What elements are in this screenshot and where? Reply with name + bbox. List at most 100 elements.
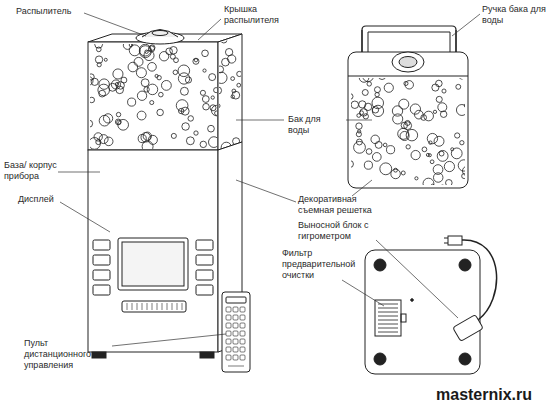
- filter-slot: [378, 320, 398, 321]
- grille-hole: [216, 104, 220, 108]
- leader-line: [452, 14, 480, 36]
- grille-hole: [433, 173, 442, 182]
- slider: [122, 301, 186, 312]
- grille-hole: [351, 101, 358, 108]
- remote-control: [222, 292, 250, 372]
- foot: [374, 353, 386, 365]
- part-label: Декоративная съемная решетка: [298, 194, 378, 216]
- button: [93, 285, 110, 295]
- grille-hole: [438, 103, 447, 112]
- slider-tick: [142, 303, 143, 310]
- slider-tick: [162, 303, 163, 310]
- grille-hole: [364, 161, 372, 169]
- slider-tick: [157, 303, 158, 310]
- grille-hole: [451, 148, 454, 151]
- grille-hole: [384, 83, 393, 92]
- grille-hole: [221, 37, 227, 43]
- grille-hole: [404, 81, 408, 85]
- grille-hole: [176, 100, 188, 112]
- grille-hole: [351, 161, 353, 168]
- grille-hole: [458, 160, 465, 171]
- filter-slot: [378, 328, 398, 329]
- grille-hole: [379, 78, 386, 80]
- leader-line: [198, 19, 221, 40]
- grille-hole: [194, 59, 197, 62]
- remote-body: [222, 292, 250, 372]
- filter-slot: [378, 316, 398, 317]
- leader-line: [112, 334, 226, 346]
- grille-hole: [90, 120, 93, 127]
- slider-tick: [132, 303, 133, 310]
- remote-key: [233, 339, 238, 344]
- grille-hole: [104, 137, 113, 146]
- filter-slot: [378, 332, 398, 333]
- grille-hole: [359, 78, 369, 82]
- sprayer: [142, 30, 178, 38]
- grille-hole: [161, 80, 171, 90]
- button: [93, 240, 110, 250]
- grille-hole: [186, 137, 194, 145]
- grille-hole: [99, 90, 106, 97]
- grille-hole: [178, 73, 189, 84]
- remote-key: [233, 347, 238, 352]
- grille-hole: [139, 44, 151, 56]
- foot: [200, 352, 214, 358]
- grille-hole: [215, 111, 217, 115]
- remote-key: [226, 315, 231, 320]
- grille-hole: [233, 138, 240, 145]
- grille-hole: [411, 150, 420, 159]
- button: [93, 255, 110, 265]
- grille-hole: [231, 77, 235, 81]
- grille-hole: [222, 58, 230, 66]
- remote-key: [226, 339, 231, 344]
- filter-tab: [401, 314, 406, 322]
- slider-tick: [147, 303, 148, 310]
- grille-hole: [351, 181, 353, 185]
- grille-hole: [406, 145, 410, 149]
- grille-hole: [157, 109, 164, 116]
- grille-hole: [134, 57, 143, 66]
- grille-hole: [91, 78, 98, 85]
- grille-hole: [216, 72, 227, 83]
- grille-hole: [354, 141, 366, 153]
- grille-hole: [95, 44, 103, 48]
- grille-hole: [98, 84, 110, 96]
- grille-hole: [173, 70, 178, 75]
- grille-pattern: [351, 78, 465, 185]
- slider-tick: [127, 303, 128, 310]
- grille-hole: [455, 133, 460, 138]
- remote-key: [240, 347, 245, 352]
- display: [118, 238, 188, 290]
- remote-key: [233, 355, 238, 360]
- grille-hole: [462, 174, 465, 179]
- remote-key: [226, 347, 231, 352]
- plug: [448, 236, 462, 245]
- grille-hole: [194, 131, 198, 135]
- grille-hole: [237, 71, 242, 76]
- remote-key: [226, 307, 231, 312]
- grille-hole: [129, 44, 133, 47]
- grille-hole: [159, 52, 168, 61]
- grille-hole: [116, 112, 120, 116]
- grille-hole: [171, 133, 176, 138]
- grille-hole: [374, 87, 380, 93]
- base-bottom: [365, 250, 480, 374]
- button: [196, 240, 213, 250]
- grille-hole: [231, 95, 234, 98]
- grille-hole: [372, 105, 383, 116]
- grille-hole: [422, 147, 427, 152]
- grille-hole: [429, 141, 432, 144]
- remote-keys: [226, 307, 245, 360]
- leader-line: [58, 172, 100, 173]
- filter-slot: [378, 308, 398, 309]
- grille-hole: [405, 81, 413, 89]
- tank-cap-inner: [399, 57, 417, 68]
- grille-hole: [182, 123, 190, 131]
- grille-hole: [367, 82, 371, 86]
- grille-hole: [200, 90, 205, 95]
- leader-line: [84, 13, 146, 36]
- grille-hole: [209, 137, 217, 148]
- base-front: [88, 150, 218, 352]
- grille-hole: [193, 58, 199, 64]
